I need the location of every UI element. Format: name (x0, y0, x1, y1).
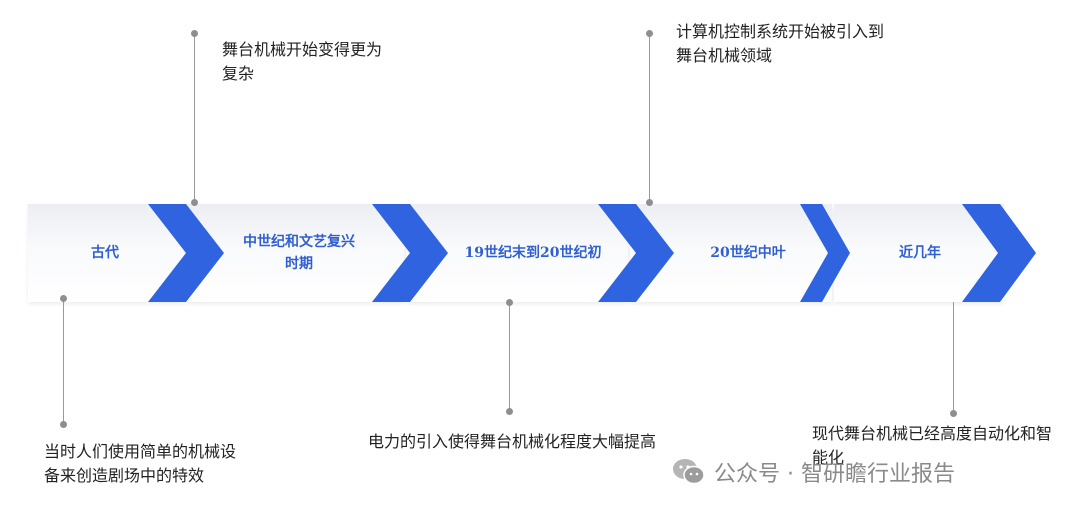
event-note-5: 现代舞台机械已经高度自动化和智能化 (812, 424, 1053, 467)
connector-line (953, 302, 954, 414)
chevron-arrow-icon (148, 204, 224, 302)
connector-dot (506, 408, 513, 415)
event-note-4: 计算机控制系统开始被引入到舞台机械领域 (676, 22, 885, 65)
connector-dot (506, 299, 513, 306)
connector-dot (60, 421, 67, 428)
connector-dot (646, 199, 653, 206)
watermark-text: 公众号 · 智研瞻行业报告 (714, 462, 955, 487)
connector-dot (191, 199, 198, 206)
event-note-3: 电力的引入使得舞台机械化程度大幅提高 (368, 432, 657, 451)
stage-label-2: 中世纪和文艺复兴时期 (243, 234, 355, 272)
connector-dot (60, 295, 67, 302)
connector-line (649, 34, 650, 204)
chevron-arrow-icon (800, 204, 850, 302)
connector-line (509, 302, 510, 412)
stage-label-5: 近几年 (899, 245, 941, 261)
stage-label-1: 古代 (91, 245, 119, 261)
connector-dot (950, 410, 957, 417)
connector-dot (191, 30, 198, 37)
connector-dot (646, 30, 653, 37)
event-note-1: 当时人们使用简单的机械设备来创造剧场中的特效 (44, 442, 237, 485)
stage-label-4: 20世纪中叶 (710, 245, 786, 261)
chevron-arrow-icon (962, 204, 1036, 302)
connector-line (194, 34, 195, 204)
watermark: 公众号 · 智研瞻行业报告 (672, 454, 955, 490)
timeline-segment-1 (28, 204, 184, 302)
wechat-icon (673, 459, 705, 485)
connector-line (63, 298, 64, 426)
stage-label-3: 19世纪末到20世纪初 (464, 245, 602, 261)
chevron-arrow-icon (598, 204, 674, 302)
chevron-arrow-icon (372, 204, 448, 302)
event-note-2: 舞台机械开始变得更为复杂 (222, 40, 383, 83)
